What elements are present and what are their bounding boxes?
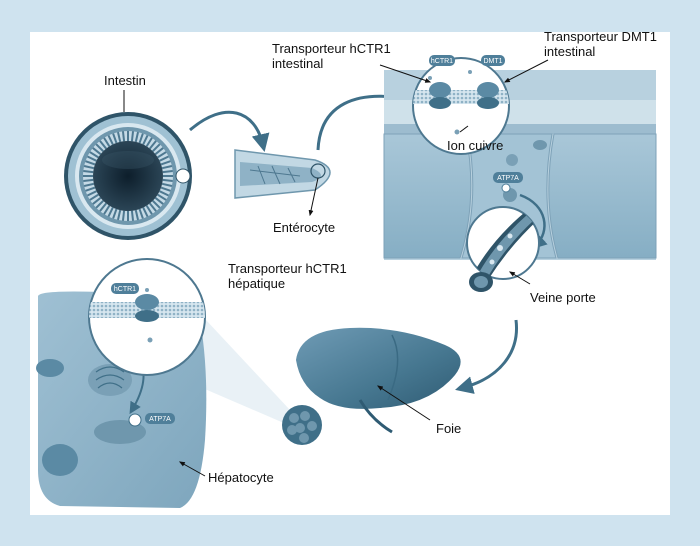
atp7a-hepatocyte-tag: ATP7A: [149, 416, 171, 423]
atp7a-enterocyte-tag: ATP7A: [497, 175, 519, 182]
hctr1-intestinal-tag: hCTR1: [431, 58, 453, 65]
label-foie: Foie: [436, 421, 462, 436]
liver-tissue-ball: [282, 405, 322, 445]
label-hctr1-intestinal-line2: intestinal: [272, 56, 324, 71]
dmt1-tag: DMT1: [483, 58, 502, 65]
intestine-cross-section: [64, 112, 192, 240]
pointer-lines: [123, 59, 549, 477]
arrow-intestine-to-villus: [189, 110, 270, 153]
label-dmt1-intestinal-line2: intestinal: [544, 44, 596, 59]
membrane-magnifier-hepatic: hCTR1: [88, 258, 206, 376]
label-ion-cuivre: Ion cuivre: [447, 138, 504, 153]
portal-vein-magnifier: [466, 206, 540, 292]
label-hctr1-hepatique-line1: Transporteur hCTR1: [228, 261, 347, 276]
label-hepatocyte: Hépatocyte: [208, 470, 274, 485]
label-hctr1-hepatique: Transporteur hCTR1 hépatique: [228, 261, 347, 291]
label-hctr1-intestinal-line1: Transporteur hCTR1: [272, 41, 391, 56]
hctr1-hepatique-tag: hCTR1: [114, 286, 136, 293]
liver: [296, 327, 461, 434]
label-hctr1-intestinal: Transporteur hCTR1 intestinal: [272, 41, 391, 71]
label-veine-porte: Veine porte: [530, 290, 596, 305]
arrow-vein-to-liver: [455, 319, 518, 394]
label-enterocyte: Entérocyte: [273, 220, 336, 235]
label-dmt1-intestinal: Transporteur DMT1 intestinal: [544, 29, 657, 59]
label-intestin: Intestin: [104, 73, 146, 88]
atp7a-enterocyte: ATP7A: [493, 172, 523, 193]
membrane-magnifier-intestinal: hCTR1 DMT1: [412, 55, 510, 155]
label-dmt1-intestinal-line1: Transporteur DMT1: [544, 29, 657, 44]
label-hctr1-hepatique-line2: hépatique: [228, 276, 286, 291]
intestinal-villi: [83, 131, 173, 221]
villus: [234, 149, 331, 199]
